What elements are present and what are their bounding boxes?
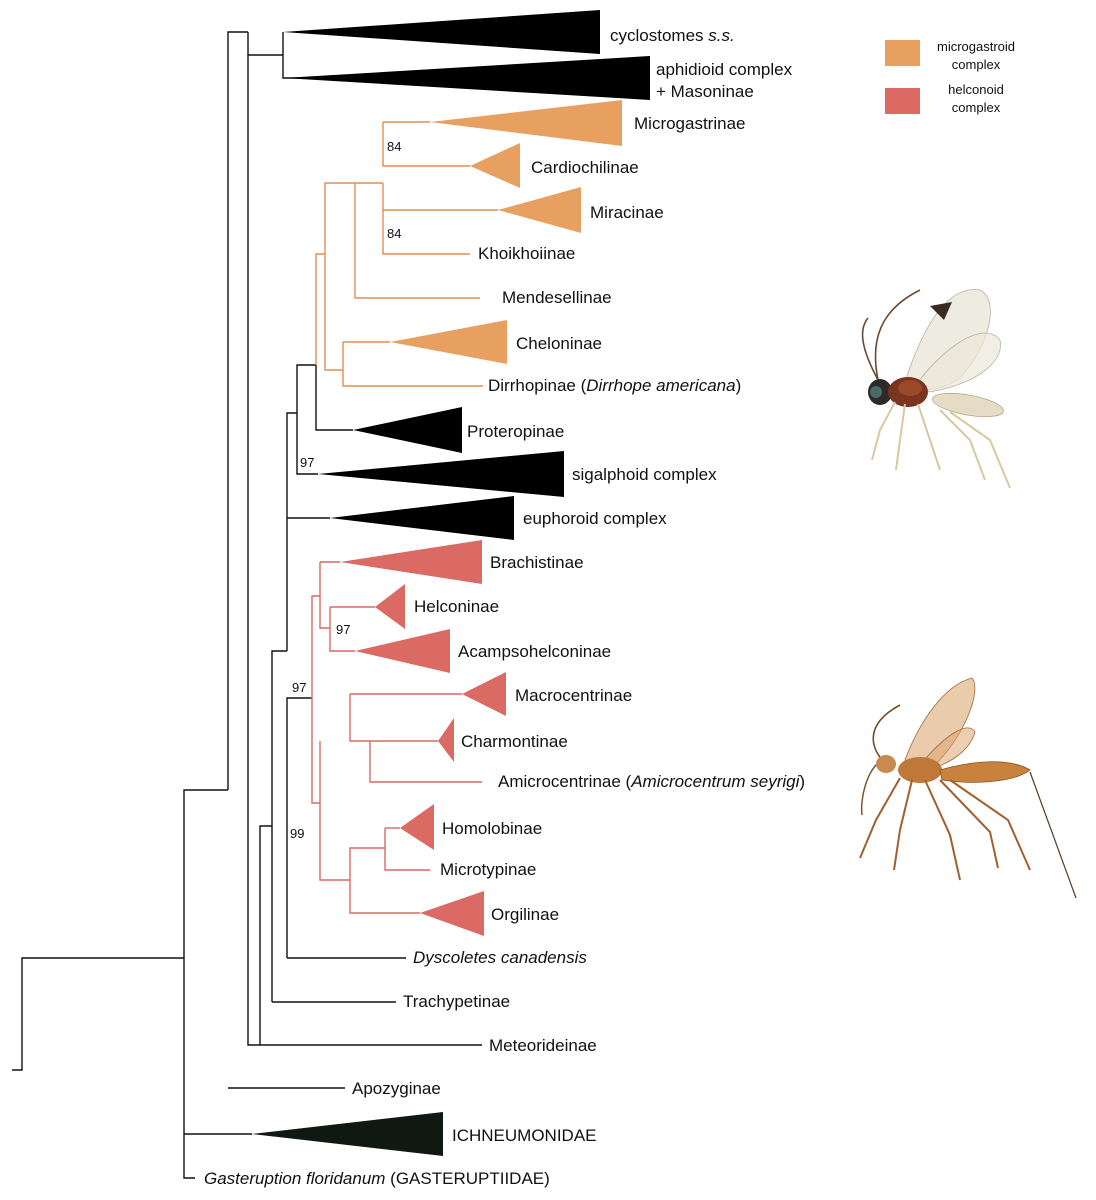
- label-mendesellinae: Mendesellinae: [502, 288, 612, 307]
- clade-triangle-proteropinae: [353, 407, 462, 453]
- support-macro-homo: 99: [290, 826, 304, 841]
- clade-triangle-microgastrinae: [430, 100, 622, 146]
- clade-triangle-acampsohelconinae: [355, 629, 450, 673]
- clade-triangle-cheloninae: [390, 320, 507, 364]
- label-meteorideinae: Meteorideinae: [489, 1036, 597, 1055]
- label-apozyginae: Apozyginae: [352, 1079, 441, 1098]
- wasp-illustration-upper: [861, 289, 1011, 489]
- clade-triangle-charmontinae: [438, 718, 454, 762]
- backbone-branches: [12, 31, 482, 1179]
- support-helc-acamp: 97: [336, 622, 350, 637]
- label-trachypetinae: Trachypetinae: [403, 992, 510, 1011]
- clade-triangle-cardiochilinae: [470, 143, 520, 188]
- label-acampsohelconinae: Acampsohelconinae: [458, 642, 611, 661]
- legend-swatch-helconoid: [885, 88, 920, 114]
- taxon-labels: cyclostomes s.s. aphidioid complex + Mas…: [204, 26, 805, 1188]
- support-values: 84 84 97 97 97 99: [290, 139, 401, 841]
- clade-triangle-ichneumonidae: [252, 1112, 443, 1156]
- clade-triangle-orgilinae: [420, 891, 484, 936]
- label-khoikhoiinae: Khoikhoiinae: [478, 244, 575, 263]
- label-macrocentrinae: Macrocentrinae: [515, 686, 632, 705]
- label-sigalphoid: sigalphoid complex: [572, 465, 717, 484]
- label-orgilinae: Orgilinae: [491, 905, 559, 924]
- support-sigalphoid: 97: [300, 455, 314, 470]
- legend: microgastroid complex helconoid complex: [885, 39, 1015, 115]
- clade-triangles: [252, 10, 650, 1156]
- clade-triangle-miracinae: [498, 187, 581, 233]
- clade-triangle-sigalphoid: [318, 451, 564, 497]
- label-microgastrinae: Microgastrinae: [634, 114, 746, 133]
- clade-triangle-brachistinae: [340, 540, 482, 584]
- clade-triangle-euphoroid: [330, 496, 514, 540]
- microgastroid-branches: [315, 121, 498, 387]
- label-cheloninae: Cheloninae: [516, 334, 602, 353]
- label-ichneumonidae: ICHNEUMONIDAE: [452, 1126, 597, 1145]
- legend-label-helconoid-2: complex: [952, 100, 1001, 115]
- label-charmontinae: Charmontinae: [461, 732, 568, 751]
- clade-triangle-cyclostomes: [283, 10, 600, 54]
- label-aphidioid-line2: + Masoninae: [656, 82, 754, 101]
- wasp-illustration-lower: [859, 677, 1077, 899]
- helconoid-branches: [311, 561, 482, 914]
- label-aphidioid-line1: aphidioid complex: [656, 60, 793, 79]
- label-amicrocentrinae: Amicrocentrinae (Amicrocentrum seyrigi): [498, 772, 805, 791]
- label-gasteruption: Gasteruption floridanum (GASTERUPTIIDAE): [204, 1169, 550, 1188]
- legend-swatch-microgastroid: [885, 40, 920, 66]
- label-homolobinae: Homolobinae: [442, 819, 542, 838]
- clade-triangle-aphidioid: [283, 56, 650, 100]
- label-cardiochilinae: Cardiochilinae: [531, 158, 639, 177]
- clade-triangle-macrocentrinae: [462, 672, 506, 716]
- label-microtypinae: Microtypinae: [440, 860, 536, 879]
- label-brachistinae: Brachistinae: [490, 553, 584, 572]
- clade-triangle-helconinae: [375, 584, 405, 629]
- label-helconinae: Helconinae: [414, 597, 499, 616]
- legend-label-microgastroid-2: complex: [952, 57, 1001, 72]
- label-dirrhopinae: Dirrhopinae (Dirrhope americana): [488, 376, 741, 395]
- clade-triangle-homolobinae: [400, 804, 434, 850]
- label-euphoroid: euphoroid complex: [523, 509, 667, 528]
- legend-label-helconoid-1: helconoid: [948, 82, 1004, 97]
- label-miracinae: Miracinae: [590, 203, 664, 222]
- label-dyscoletes: Dyscoletes canadensis: [413, 948, 587, 967]
- label-proteropinae: Proteropinae: [467, 422, 564, 441]
- label-cyclostomes: cyclostomes s.s.: [610, 26, 735, 45]
- support-helconoid: 97: [292, 680, 306, 695]
- support-micro-cardio: 84: [387, 139, 401, 154]
- legend-label-microgastroid-1: microgastroid: [937, 39, 1015, 54]
- support-mirac-khoi: 84: [387, 226, 401, 241]
